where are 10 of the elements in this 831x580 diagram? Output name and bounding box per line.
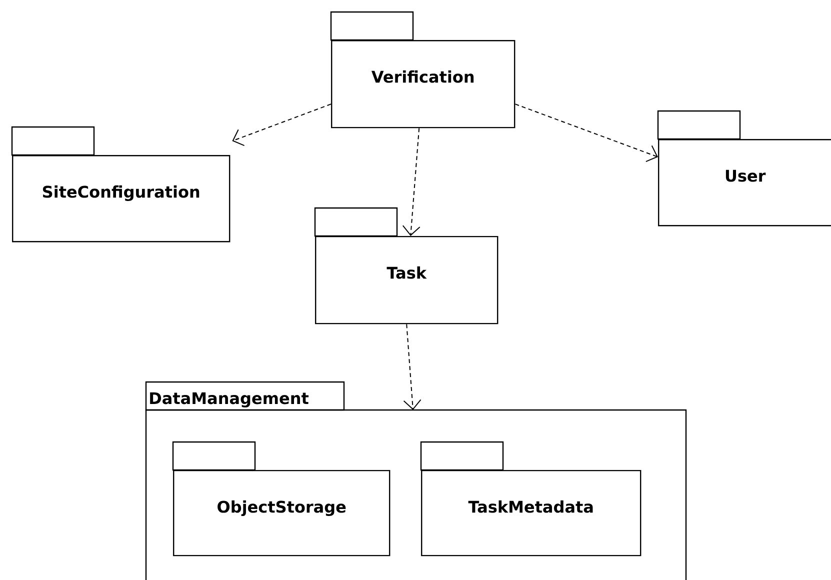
package-box: Verification [330, 11, 516, 128]
dependency-arrow [514, 104, 658, 162]
package-box: TaskMetadata [420, 441, 642, 556]
dependency-arrow [232, 104, 332, 146]
package-box: Task [314, 207, 498, 324]
dependency-arrow [403, 324, 422, 410]
package-box: ObjectStorage [172, 441, 390, 556]
package-box: SiteConfiguration [11, 126, 230, 242]
package-box: User [657, 110, 831, 226]
dependency-arrow [402, 128, 420, 236]
